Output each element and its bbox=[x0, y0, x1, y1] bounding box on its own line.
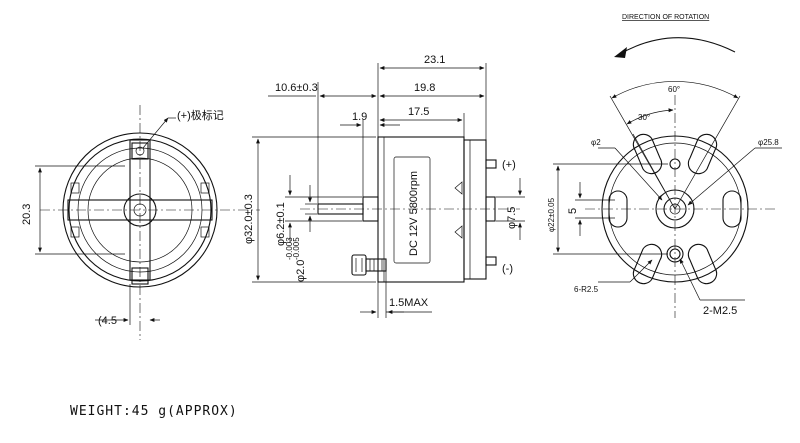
phi2-leader bbox=[614, 147, 663, 201]
shaft-diameter-dim: φ2.0 bbox=[295, 260, 307, 282]
hole-phi2-label: φ2 bbox=[591, 138, 601, 147]
rear-shaft bbox=[669, 203, 681, 215]
body-length-dim: 19.8 bbox=[414, 82, 435, 94]
bolt-circle-dim: φ22±0.05 bbox=[547, 197, 556, 232]
angle-line bbox=[674, 95, 741, 210]
mount-holes-leader bbox=[679, 258, 701, 301]
vent-slot bbox=[632, 133, 663, 175]
terminal-negative-label: (-) bbox=[502, 263, 513, 275]
shaft-tolerance-lower: -0.005 bbox=[292, 237, 301, 260]
positive-terminal bbox=[485, 159, 497, 169]
front-top-terminal bbox=[131, 142, 149, 160]
screw-head bbox=[351, 254, 367, 276]
front-inner-rim bbox=[77, 147, 203, 273]
angle-60-arc bbox=[611, 81, 739, 99]
angle-30-label: 30° bbox=[638, 113, 650, 122]
rear-bearing-inner bbox=[663, 197, 687, 221]
motor-label-box bbox=[393, 156, 431, 264]
front-outer-rim bbox=[68, 138, 212, 282]
motor-label-text: DC 12V 5800rpm bbox=[408, 171, 420, 256]
front-view: (+)极标记 20.3 (4.5 bbox=[21, 105, 260, 340]
front-offset-dim: (4.5 bbox=[98, 315, 117, 327]
screw-protrusion-dim: 1.5MAX bbox=[389, 297, 429, 309]
angle-line bbox=[632, 133, 676, 210]
angle-60-label: 60° bbox=[668, 85, 680, 94]
negative-terminal bbox=[485, 256, 497, 266]
rotation-arc bbox=[617, 37, 736, 56]
mount-hole bbox=[669, 158, 681, 170]
shaft-tolerance-upper: -0.003 bbox=[285, 237, 294, 260]
brush-holder bbox=[454, 181, 463, 195]
front-inner-ring bbox=[87, 157, 193, 263]
front-height-dim: 20.3 bbox=[21, 204, 33, 225]
brush-holder bbox=[454, 225, 463, 239]
outer-phi-label: φ25.8 bbox=[758, 138, 779, 147]
polarity-leader bbox=[142, 117, 169, 149]
vent-radius-label: 6-R2.5 bbox=[574, 285, 599, 294]
bearing-diameter-dim: φ7.5 bbox=[506, 207, 518, 229]
overall-length-dim: 23.1 bbox=[424, 54, 445, 66]
rotation-arrow-head bbox=[614, 47, 627, 58]
front-outer-circle bbox=[62, 132, 218, 288]
can-length-dim: 17.5 bbox=[408, 106, 429, 118]
vent-slot bbox=[722, 190, 742, 228]
front-horizontal-rib bbox=[67, 199, 213, 221]
side-view: DC 12V 5800rpm (+) (-) 23.1 10.6±0.3 1 bbox=[243, 54, 525, 318]
shaft-step-dim: 1.9 bbox=[352, 111, 367, 123]
phi258-leader bbox=[687, 147, 756, 206]
polarity-note: (+)极标记 bbox=[177, 108, 224, 122]
mount-holes-label: 2-M2.5 bbox=[703, 305, 737, 317]
vent-slot bbox=[687, 133, 718, 175]
rotation-title: DIRECTION OF ROTATION bbox=[622, 14, 709, 21]
mount-hole bbox=[669, 248, 681, 260]
rear-view: DIRECTION OF ROTATION 60° 30° bbox=[547, 14, 782, 318]
vent-radius-leader bbox=[629, 259, 653, 283]
front-polarity-mark bbox=[135, 146, 145, 156]
weight-note: WEIGHT:45 g(APPROX) bbox=[70, 404, 238, 419]
vent-slot bbox=[687, 243, 718, 285]
angle-30-arc bbox=[626, 108, 674, 125]
vent-slot bbox=[608, 190, 628, 228]
front-hub-circle bbox=[123, 193, 157, 227]
front-rim-notch bbox=[200, 182, 210, 194]
terminal-positive-label: (+) bbox=[502, 159, 516, 171]
vent-slot bbox=[632, 243, 663, 285]
boss-diameter-dim: φ6.2±0.1 bbox=[275, 202, 287, 246]
rear-bearing-boss bbox=[655, 189, 695, 229]
front-rim-notch bbox=[70, 182, 80, 194]
rear-outer-circle bbox=[601, 135, 749, 283]
front-bottom-terminal bbox=[131, 267, 149, 285]
front-rim-notch bbox=[70, 226, 80, 238]
motor-can-body bbox=[377, 136, 465, 283]
front-vertical-rib bbox=[129, 139, 151, 281]
motor-end-cap bbox=[463, 139, 487, 280]
front-shaft-circle bbox=[133, 203, 147, 217]
body-diameter-dim: φ32.0±0.3 bbox=[243, 194, 255, 244]
slot-width-dim: 5 bbox=[567, 208, 579, 214]
screw-thread bbox=[365, 258, 387, 272]
front-rim-notch bbox=[200, 226, 210, 238]
shaft-length-dim: 10.6±0.3 bbox=[275, 82, 318, 94]
